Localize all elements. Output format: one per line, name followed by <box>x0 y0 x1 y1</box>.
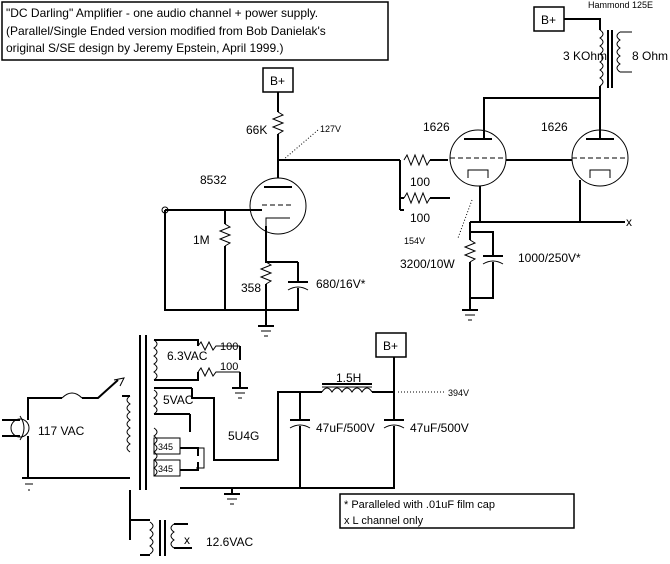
bplus-box-driver: B+ <box>262 67 294 93</box>
secondary-impedance: 8 Ohm <box>632 49 668 63</box>
grid-resistor-value: 1M <box>193 233 210 247</box>
svg-text:B+: B+ <box>383 339 398 353</box>
output-cathode-voltage: 154V <box>404 236 425 246</box>
bplus-box-output: B+ <box>533 6 565 32</box>
bplus-box-supply: B+ <box>375 332 407 358</box>
title-line-1: "DC Darling" Amplifier - one audio chann… <box>6 6 318 20</box>
heater-resistor-b-value: 100 <box>220 361 238 373</box>
transformer-name: Hammond 125E <box>588 0 653 10</box>
title-line-2: (Parallel/Single Ended version modified … <box>6 24 326 38</box>
cathode-resistor-value: 358 <box>241 281 261 295</box>
driver-plate-voltage: 127V <box>320 124 341 134</box>
filter-cap-a-value: 47uF/500V <box>316 421 375 435</box>
note-line-2: x L channel only <box>344 515 424 527</box>
plate-resistor-value: 66K <box>246 123 267 137</box>
note-line-1: * Paralleled with .01uF film cap <box>344 499 495 511</box>
heater-resistor-a-value: 100 <box>220 341 238 353</box>
winding-b-label: 345 <box>158 464 173 474</box>
driver-bypass-value: 680/16V* <box>316 277 366 291</box>
output-tube-a-label: 1626 <box>423 120 450 134</box>
rectifier-label: 5U4G <box>228 429 259 443</box>
driver-stage: 66K 127V 8532 1M 358 680/16V* <box>161 92 400 337</box>
title-box: "DC Darling" Amplifier - one audio chann… <box>1 1 389 61</box>
notes-box: * Paralleled with .01uF film cap x L cha… <box>339 493 575 529</box>
filter-cap-b-value: 47uF/500V <box>410 421 469 435</box>
winding-a-label: 345 <box>158 442 173 452</box>
driver-tube-label: 8532 <box>200 173 227 187</box>
output-cathode-resistor-value: 3200/10W <box>400 257 455 271</box>
choke-value: 1.5H <box>336 371 361 385</box>
output-tube-b-label: 1626 <box>541 120 568 134</box>
primary-impedance: 3 KOhm <box>563 49 607 63</box>
grid-stop-b-value: 100 <box>410 211 430 225</box>
heater-63-label: 6.3VAC <box>167 349 208 363</box>
output-bypass-value: 1000/250V* <box>518 251 581 265</box>
grid-stop-a-value: 100 <box>410 175 430 189</box>
heater-126-label: 12.6VAC <box>206 535 253 549</box>
power-supply: 117 VAC 6.3VAC 100 100 5VAC 345 345 <box>2 335 469 556</box>
marker-x-heater: x <box>184 533 190 547</box>
svg-text:B+: B+ <box>541 13 556 27</box>
title-line-3: original S/SE design by Jeremy Epstein, … <box>6 41 283 55</box>
output-transformer: Hammond 125E 3 KOhm 8 Ohm <box>483 0 668 132</box>
mains-voltage-label: 117 VAC <box>38 424 85 438</box>
svg-text:B+: B+ <box>270 74 285 88</box>
marker-x-output: x <box>626 215 632 229</box>
output-stage: 100 100 1626 1626 x 154V 3200/10W 1000/2… <box>399 120 632 321</box>
heater-5v-label: 5VAC <box>163 393 194 407</box>
supply-voltage: 394V <box>448 388 469 398</box>
